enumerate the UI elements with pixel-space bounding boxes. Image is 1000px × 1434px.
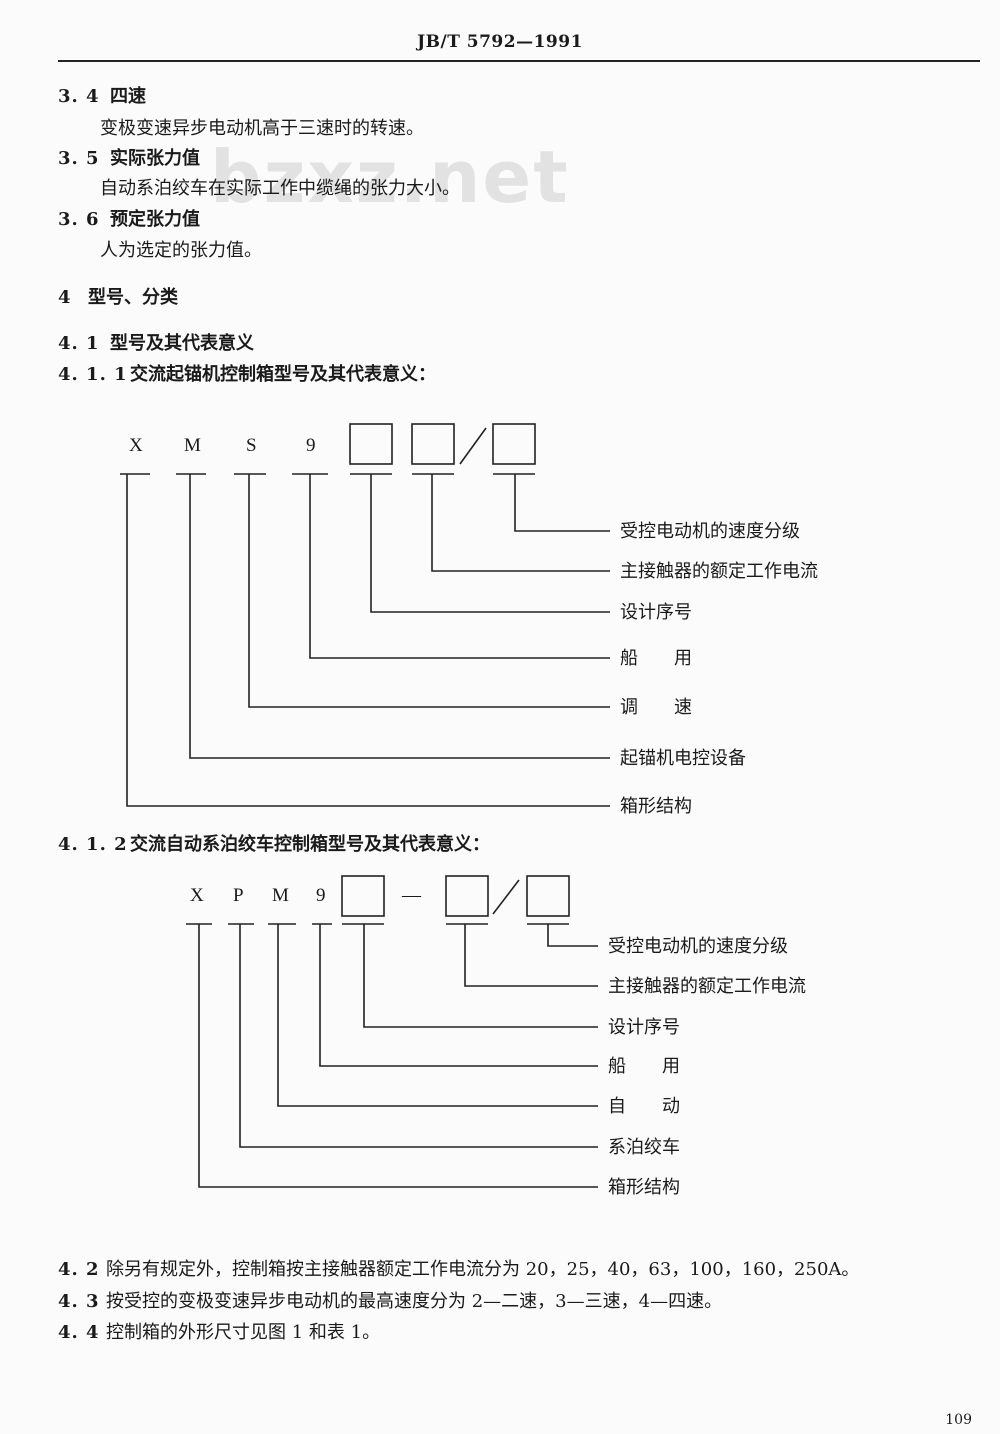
code-letter: X — [190, 885, 204, 906]
section-body: 控制箱的外形尺寸见图 1 和表 1。 — [106, 1322, 381, 1343]
section-title: 四速 — [110, 86, 146, 107]
section-number: 4. 2 — [58, 1259, 100, 1280]
code-letter: M — [272, 885, 289, 906]
section-number: 4. 4 — [58, 1322, 100, 1343]
code-box-current — [411, 423, 455, 465]
code-letter: 9 — [306, 435, 316, 456]
section-3-4-body: 变极变速异步电动机高于三速时的转速。 — [100, 118, 424, 139]
page-number: 109 — [945, 1412, 972, 1428]
section-3-4-heading: 3. 4 四速 — [58, 86, 146, 108]
diagram-label: 设计序号 — [620, 602, 692, 623]
code-letter: S — [246, 435, 257, 456]
slash-mark — [459, 427, 487, 465]
section-number: 4. 1. 2 — [58, 834, 128, 855]
section-3-6-body: 人为选定的张力值。 — [100, 240, 262, 261]
diagram-label: 受控电动机的速度分级 — [608, 936, 788, 957]
diagram-label: 系泊绞车 — [608, 1137, 680, 1158]
section-number: 4 — [58, 287, 72, 308]
diagram-label: 调 速 — [620, 697, 692, 718]
watermark: bzxz.net — [210, 135, 570, 219]
section-number: 4. 1 — [58, 333, 100, 354]
diagram-label: 主接触器的额定工作电流 — [620, 561, 818, 582]
section-4-heading: 4 型号、分类 — [58, 287, 178, 309]
diagram-label: 主接触器的额定工作电流 — [608, 976, 806, 997]
code-box-design — [349, 423, 393, 465]
section-number: 3. 6 — [58, 209, 100, 230]
section-number: 4. 3 — [58, 1291, 100, 1312]
section-title: 预定张力值 — [110, 209, 200, 230]
code-box-speed — [526, 875, 570, 917]
code-box-current — [445, 875, 489, 917]
code-dash: — — [401, 885, 422, 906]
diagram-label: 设计序号 — [608, 1017, 680, 1038]
section-number: 4. 1. 1 — [58, 364, 128, 385]
code-box-design — [341, 875, 385, 917]
diagram-label: 受控电动机的速度分级 — [620, 521, 800, 542]
section-number: 3. 4 — [58, 86, 100, 107]
diagram-label: 起锚机电控设备 — [620, 748, 746, 769]
diagram-label: 箱形结构 — [620, 796, 692, 817]
header-rule — [58, 60, 980, 62]
section-3-5-heading: 3. 5 实际张力值 — [58, 148, 200, 170]
section-4-1-heading: 4. 1 型号及其代表意义 — [58, 333, 254, 355]
code-letter: P — [233, 885, 244, 906]
slash-mark — [492, 879, 520, 915]
section-body: 按受控的变极变速异步电动机的最高速度分为 2—二速，3—三速，4—四速。 — [106, 1291, 723, 1312]
section-number: 3. 5 — [58, 148, 100, 169]
section-4-2: 4. 2 除另有规定外，控制箱按主接触器额定工作电流分为 20，25，40，63，… — [58, 1259, 859, 1281]
section-body: 除另有规定外，控制箱按主接触器额定工作电流分为 20，25，40，63，100，… — [106, 1259, 860, 1280]
code-letter: M — [184, 435, 201, 456]
section-3-6-heading: 3. 6 预定张力值 — [58, 209, 200, 231]
code-letter: X — [129, 435, 143, 456]
document-code: JB/T 5792—1991 — [417, 32, 583, 52]
code-letter: 9 — [316, 885, 326, 906]
section-title: 型号、分类 — [88, 287, 178, 308]
code-box-speed — [492, 423, 536, 465]
section-title: 型号及其代表意义 — [110, 333, 254, 354]
section-title: 交流自动系泊绞车控制箱型号及其代表意义： — [130, 834, 490, 855]
section-4-4: 4. 4 控制箱的外形尺寸见图 1 和表 1。 — [58, 1322, 380, 1344]
section-title: 交流起锚机控制箱型号及其代表意义： — [130, 364, 436, 385]
diagram-label: 自 动 — [608, 1096, 680, 1117]
section-4-3: 4. 3 按受控的变极变速异步电动机的最高速度分为 2—二速，3—三速，4—四速。 — [58, 1291, 722, 1313]
section-title: 实际张力值 — [110, 148, 200, 169]
section-3-5-body: 自动系泊绞车在实际工作中缆绳的张力大小。 — [100, 178, 460, 199]
diagram-label: 船 用 — [620, 648, 692, 669]
diagram-label: 箱形结构 — [608, 1177, 680, 1198]
diagram-label: 船 用 — [608, 1056, 680, 1077]
